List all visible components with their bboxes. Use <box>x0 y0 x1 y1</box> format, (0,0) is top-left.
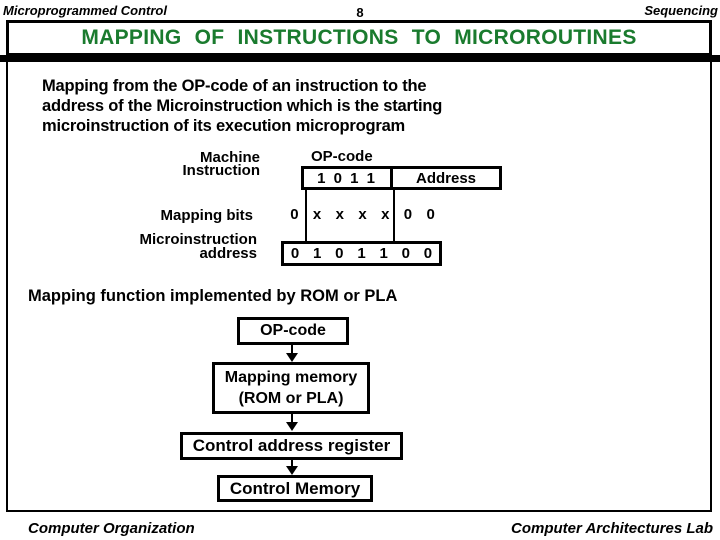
footer-lab-name: Computer Architectures Lab <box>511 520 713 537</box>
content-frame <box>6 62 712 512</box>
mapping-bit: x <box>335 206 344 223</box>
arrow-down-icon <box>286 353 298 362</box>
mapping-bit: x <box>358 206 367 223</box>
flow-box-opcode: OP-code <box>237 317 349 345</box>
body-paragraph: Mapping from the OP-code of an instructi… <box>42 77 443 135</box>
address-field-cell: Address <box>415 169 477 187</box>
address-bit: 1 <box>313 245 322 262</box>
opcode-field-label: OP-code <box>311 148 373 168</box>
mapping-bit: 0 <box>403 206 413 223</box>
address-bit: 0 <box>290 245 300 262</box>
mapping-bits-label: Mapping bits <box>160 207 254 224</box>
address-bit: 1 <box>357 245 366 262</box>
mapping-bit: x <box>312 206 322 223</box>
mapping-bit: 0 <box>426 206 435 223</box>
footer-course-name: Computer Organization <box>28 520 195 537</box>
arrow-line <box>291 414 293 424</box>
mapping-bit: x <box>381 206 390 223</box>
title-box: MAPPING OF INSTRUCTIONS TO MICROROUTINES <box>6 20 712 56</box>
arrow-down-icon <box>286 422 298 431</box>
page-number: 8 <box>356 5 364 20</box>
header-right-title: Sequencing <box>644 3 718 18</box>
mapping-function-note: Mapping function implemented by ROM or P… <box>28 287 398 305</box>
flow-box-control-address-register: Control address register <box>180 432 403 460</box>
mapping-bit: 0 <box>290 206 299 223</box>
microinstruction-address-register: 0 1 0 1 1 0 0 <box>281 241 442 266</box>
address-bit: 0 <box>335 245 344 262</box>
address-bit: 0 <box>401 245 410 262</box>
arrow-line <box>291 345 293 355</box>
header-left-title: Microprogrammed Control <box>3 3 167 18</box>
address-bit: 0 <box>423 245 433 262</box>
flow-box-control-memory: Control Memory <box>217 475 373 502</box>
alignment-line-left <box>305 190 307 242</box>
flow-box-mapping-memory: Mapping memory (ROM or PLA) <box>212 362 370 414</box>
address-bit: 1 <box>379 245 388 262</box>
opcode-bits-cell: 1 0 1 1 <box>304 169 393 187</box>
arrow-line <box>291 460 293 468</box>
page-title: MAPPING OF INSTRUCTIONS TO MICROROUTINES <box>81 26 637 49</box>
microinstruction-address-label: Microinstruction address <box>139 231 257 262</box>
arrow-down-icon <box>286 466 298 475</box>
alignment-line-right <box>393 190 395 242</box>
machine-instruction-label: Machine Instruction <box>182 149 261 179</box>
machine-instruction-register: 1 0 1 1 Address <box>301 166 502 190</box>
mapping-bits-row: 0 x x x x 0 0 <box>283 206 442 223</box>
title-divider-bar <box>0 55 720 62</box>
